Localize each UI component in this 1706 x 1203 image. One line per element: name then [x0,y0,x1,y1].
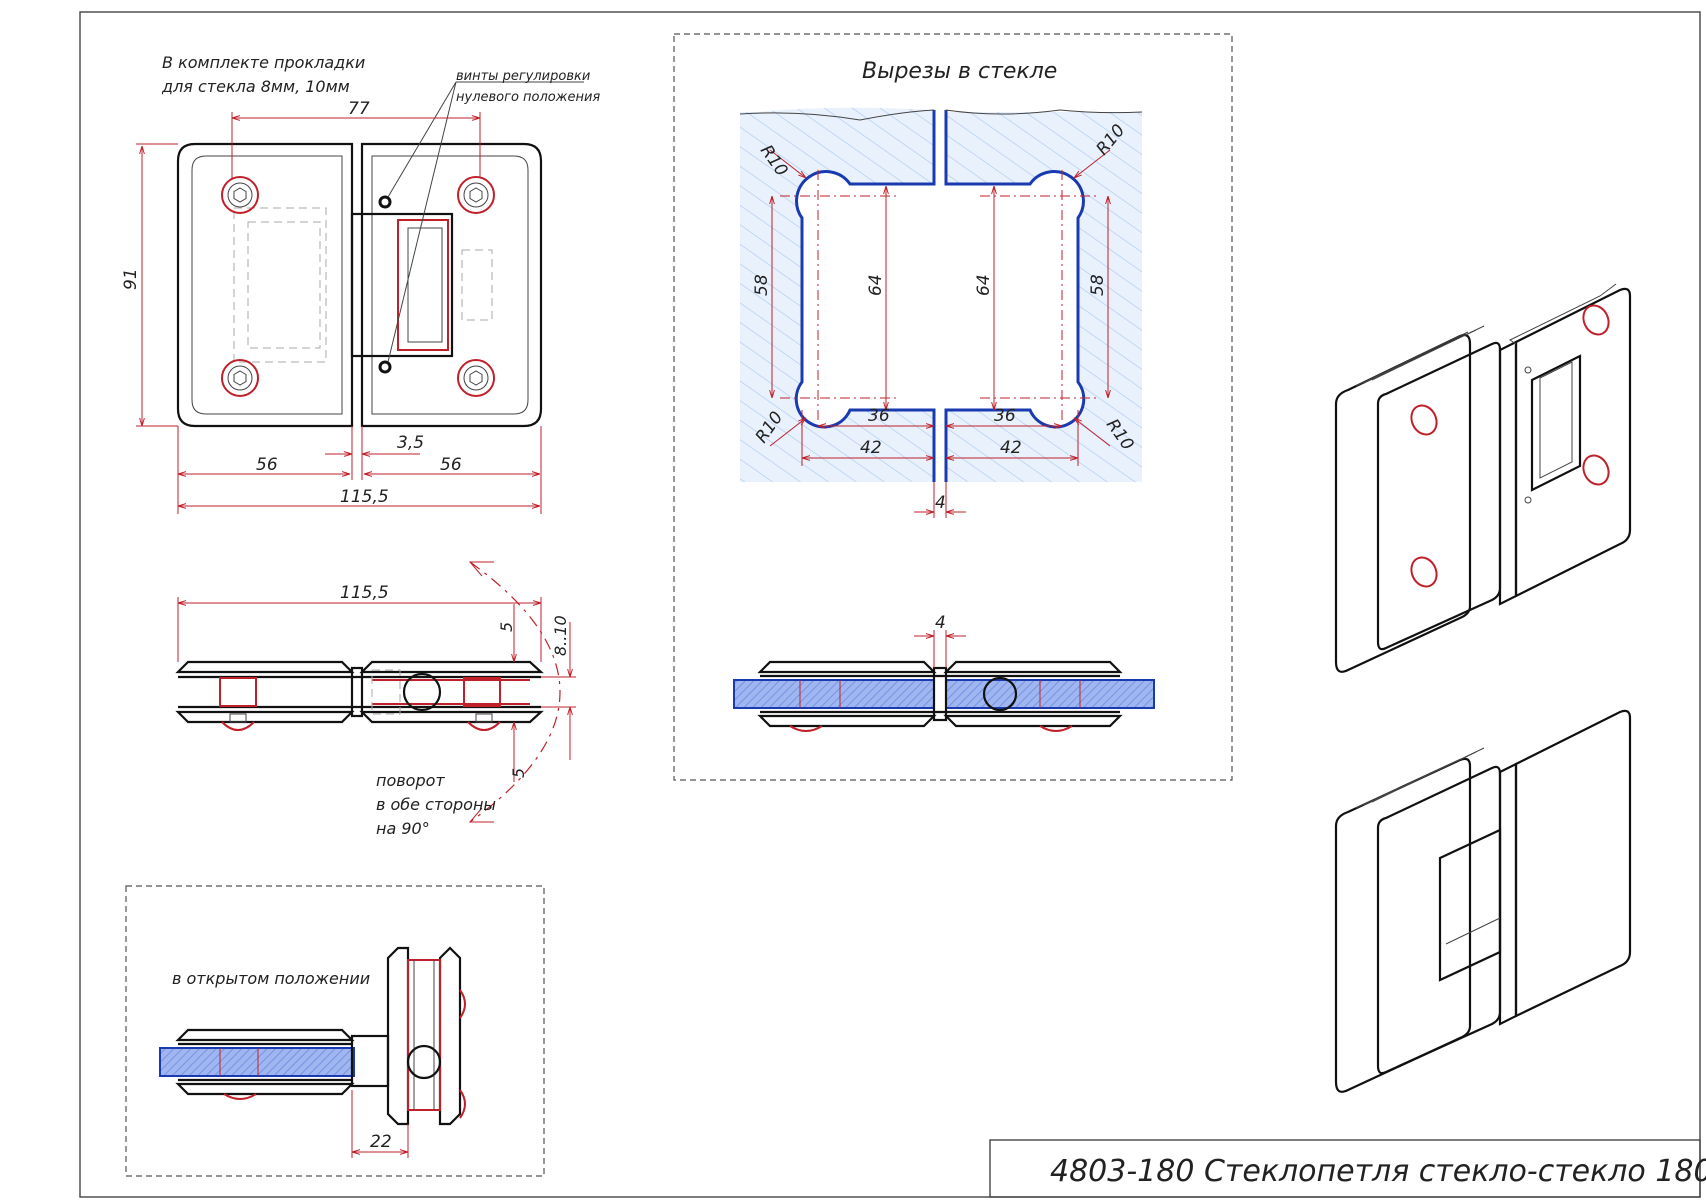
bolt-hole-icon [221,359,259,397]
dim-64-right: 64 [974,274,994,296]
rotation-line2: в обе стороны [376,795,496,814]
cutouts-frame [673,33,1233,781]
dim-3-5: 3,5 [397,433,424,453]
hinge-body [350,212,454,358]
dim-58-right: 58 [1088,274,1108,296]
title-block [989,1139,1701,1198]
bolt-hole-icon [457,176,495,214]
side-dim-glass: 8..10 [551,615,570,656]
note-gaskets-line2: для стекла 8мм, 10мм [161,77,350,96]
adjust-screw-icon [378,360,392,374]
open-view [159,946,466,1158]
dim-58-left: 58 [752,274,772,296]
dim-64-left: 64 [866,274,886,296]
cutouts-title: Вырезы в стекле [862,59,1057,84]
rotation-line1: поворот [376,771,445,790]
note-screws-line2: нулевого положения [456,90,600,105]
dim-42-left: 42 [860,438,882,458]
dim-36-left: 36 [868,406,890,426]
bolt-hole-icon [457,359,495,397]
sheet-frame [79,11,1701,1198]
front-view [136,81,584,514]
left-plate [176,142,354,428]
dim-56-left: 56 [256,455,278,475]
cutouts-view [733,107,1155,732]
bolt-hole-icon [221,176,259,214]
open-view-frame [125,885,545,1177]
side-dim-5-top: 5 [497,622,516,632]
note-gaskets-line1: В комплекте прокладки [162,53,365,72]
open-view-label: в открытом положении [172,969,370,988]
dim-42-right: 42 [1000,438,1022,458]
isometric-view-back [1334,283,1632,673]
right-plate [360,142,543,428]
drawing-title: 4803-180 Стеклопетля стекло-стекло 180° [1050,1154,1706,1189]
dim-56-right: 56 [440,455,462,475]
dim-115-5: 115,5 [340,487,389,507]
rotation-line3: на 90° [376,819,430,838]
dim-gap-4: 4 [935,493,946,513]
side-dim-115-5: 115,5 [340,583,389,603]
section-dim-4: 4 [935,613,946,633]
dim-36-right: 36 [994,406,1016,426]
adjust-screw-icon [378,195,392,209]
dim-77: 77 [348,99,370,119]
note-screws-line1: винты регулировки [456,69,590,84]
isometric-view-front [1334,709,1632,1093]
side-view [175,561,576,823]
dim-22: 22 [370,1132,392,1152]
side-dim-5-bottom: 5 [509,768,528,778]
dim-91: 91 [121,268,141,290]
